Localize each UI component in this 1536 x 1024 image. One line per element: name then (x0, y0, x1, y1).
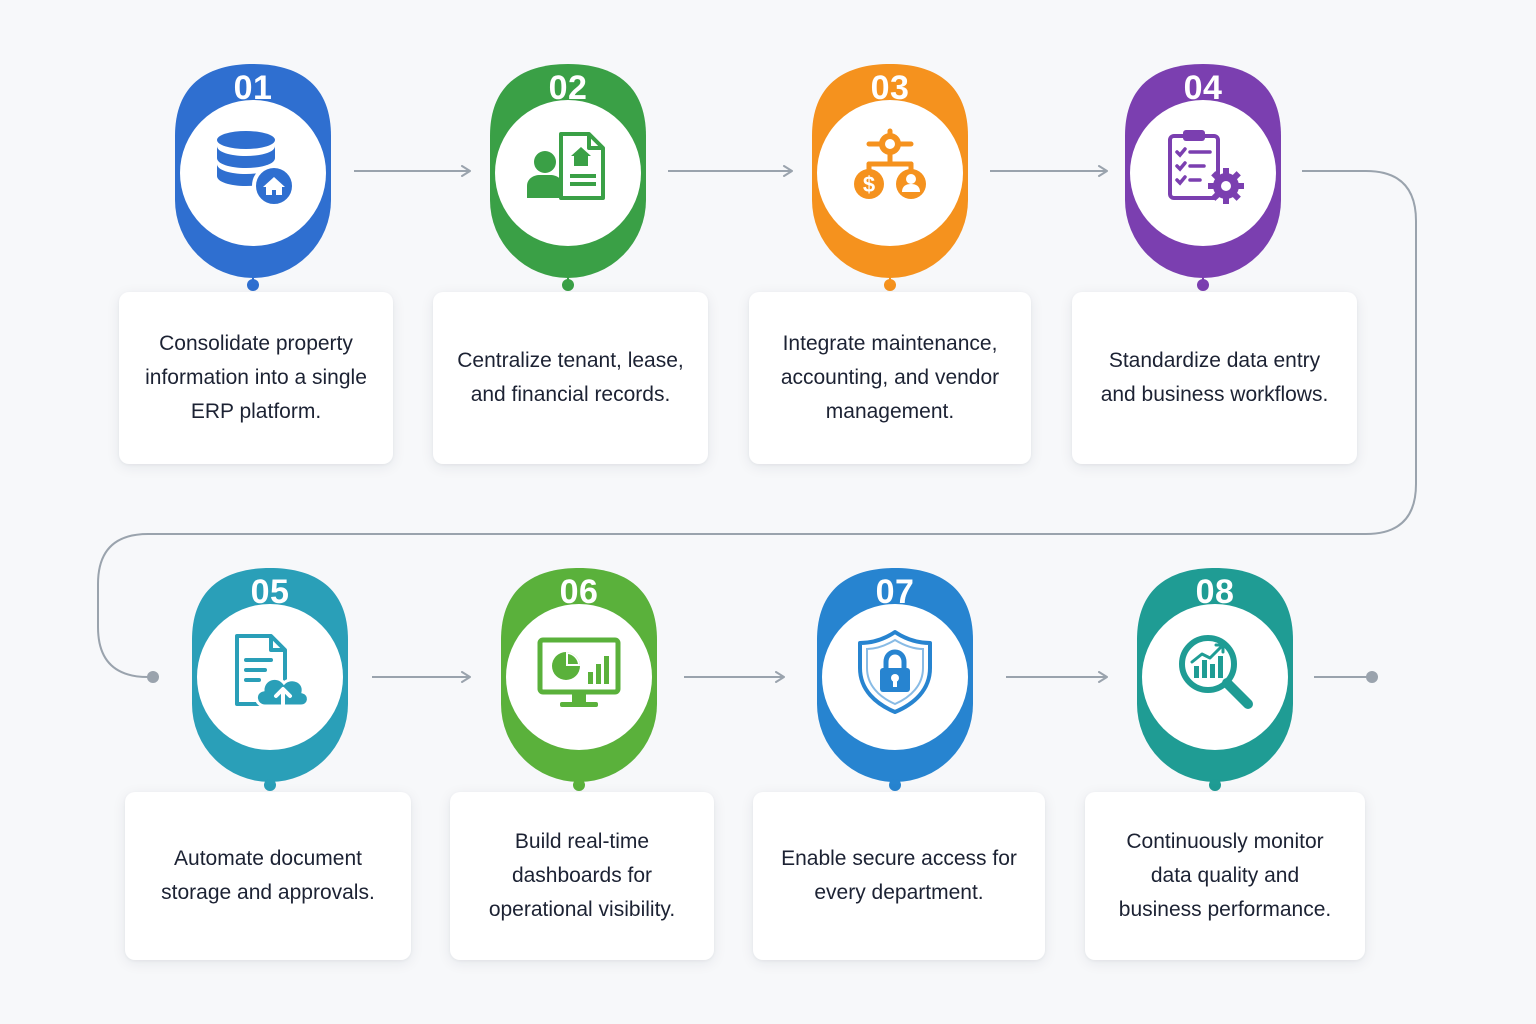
step-06-number: 06 (559, 573, 599, 611)
step-03-number: 03 (870, 69, 910, 107)
step-01-badge-shape (175, 64, 331, 291)
step-03-text: Integrate maintenance, accounting, and v… (780, 332, 1000, 423)
step-05-badge: 05 (190, 568, 350, 791)
step-05-badge-shape (192, 568, 348, 791)
step-07-card: Enable secure access for every departmen… (753, 792, 1045, 960)
step-03-card: Integrate maintenance, accounting, and v… (749, 292, 1031, 464)
step-05-card: Automate document storage and approvals. (125, 792, 411, 960)
step-06-text: Build real-time dashboards for operation… (488, 830, 676, 921)
step-01-card: Consolidate property information into a … (119, 292, 393, 464)
step-07-number: 07 (875, 573, 915, 611)
step-06-card: Build real-time dashboards for operation… (450, 792, 714, 960)
step-08-number: 08 (1195, 573, 1235, 611)
step-01-text: Consolidate property information into a … (145, 332, 367, 423)
step-07-text: Enable secure access for every departmen… (781, 847, 1017, 904)
step-04-number: 04 (1183, 69, 1223, 107)
step-03-badge-shape (812, 64, 968, 291)
start-dot (147, 671, 159, 683)
database-home-icon (208, 122, 298, 212)
step-08-badge: 08 (1135, 568, 1295, 791)
step-02-card: Centralize tenant, lease, and financial … (433, 292, 708, 464)
clipboard-gear-icon (1158, 122, 1248, 212)
step-04-text: Standardize data entry and business work… (1100, 349, 1329, 406)
step-08-text: Continuously monitor data quality and bu… (1118, 830, 1332, 921)
step-02-number: 02 (548, 69, 588, 107)
magnifier-chart-icon (1170, 626, 1260, 716)
tenant-document-icon (523, 122, 613, 212)
document-cloud-upload-icon (225, 626, 315, 716)
step-05-text: Automate document storage and approvals. (161, 847, 375, 904)
step-01-badge: 01 (173, 64, 333, 291)
step-05-number: 05 (250, 573, 290, 611)
step-04-badge-shape (1125, 64, 1281, 291)
step-02-text: Centralize tenant, lease, and financial … (457, 349, 684, 406)
step-03-badge: 03 $ (810, 64, 970, 291)
step-06-badge: 06 (499, 568, 659, 791)
monitor-dashboard-icon (534, 626, 624, 716)
shield-lock-icon (850, 626, 940, 716)
svg-text:$: $ (863, 172, 875, 197)
step-08-card: Continuously monitor data quality and bu… (1085, 792, 1365, 960)
step-07-badge: 07 (815, 568, 975, 791)
step-02-badge: 02 (488, 64, 648, 291)
step-04-card: Standardize data entry and business work… (1072, 292, 1357, 464)
step-04-badge: 04 (1123, 64, 1283, 291)
gear-dollar-person-icon: $ (845, 122, 935, 212)
end-dot (1366, 671, 1378, 683)
step-01-number: 01 (233, 69, 273, 107)
